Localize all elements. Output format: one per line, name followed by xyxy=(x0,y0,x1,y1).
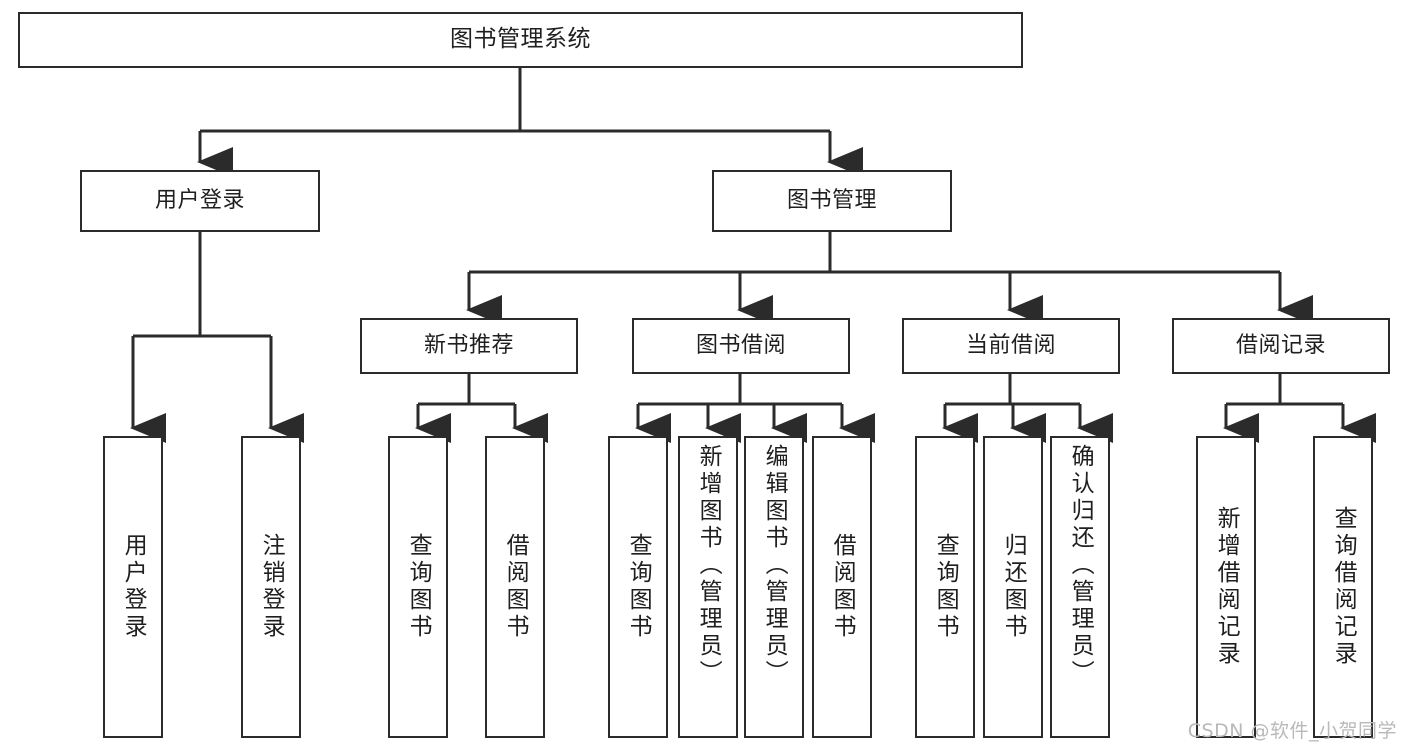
leaf-borrow-add-book-label: 新增图书（管理员） xyxy=(695,444,722,687)
leaf-logout[interactable]: 注销登录 xyxy=(241,436,301,738)
leaf-borrow-edit-book[interactable]: 编辑图书（管理员） xyxy=(744,436,804,738)
node-book-manage[interactable]: 图书管理 xyxy=(712,170,952,232)
leaf-user-login-label: 用户登录 xyxy=(120,533,147,641)
csdn-watermark: CSDN @软件_小贺同学 xyxy=(1187,720,1397,742)
leaf-borrow-query-book[interactable]: 查询图书 xyxy=(608,436,668,738)
leaf-record-add[interactable]: 新增借阅记录 xyxy=(1196,436,1256,738)
node-current-borrow-label: 当前借阅 xyxy=(965,332,1056,358)
leaf-borrow-add-book[interactable]: 新增图书（管理员） xyxy=(678,436,738,738)
leaf-recommend-borrow-book[interactable]: 借阅图书 xyxy=(485,436,545,738)
node-new-book-recommend-label: 新书推荐 xyxy=(423,332,514,358)
node-book-borrow[interactable]: 图书借阅 xyxy=(632,318,850,374)
leaf-borrow-edit-book-label: 编辑图书（管理员） xyxy=(761,444,788,687)
node-borrow-record-label: 借阅记录 xyxy=(1235,332,1326,358)
leaf-record-query-label: 查询借阅记录 xyxy=(1330,506,1357,668)
leaf-recommend-borrow-book-label: 借阅图书 xyxy=(502,533,529,641)
leaf-record-query[interactable]: 查询借阅记录 xyxy=(1313,436,1373,738)
leaf-recommend-query-book-label: 查询图书 xyxy=(405,533,432,641)
leaf-current-return-book-label: 归还图书 xyxy=(1000,533,1027,641)
node-book-borrow-label: 图书借阅 xyxy=(695,332,786,358)
node-user-login[interactable]: 用户登录 xyxy=(80,170,320,232)
leaf-borrow-borrow-book[interactable]: 借阅图书 xyxy=(812,436,872,738)
leaf-current-confirm-return[interactable]: 确认归还（管理员） xyxy=(1050,436,1110,738)
leaf-logout-label: 注销登录 xyxy=(258,533,285,641)
leaf-borrow-query-book-label: 查询图书 xyxy=(625,533,652,641)
leaf-borrow-borrow-book-label: 借阅图书 xyxy=(829,533,856,641)
node-user-login-label: 用户登录 xyxy=(154,187,245,213)
leaf-record-add-label: 新增借阅记录 xyxy=(1213,506,1240,668)
node-root-system[interactable]: 图书管理系统 xyxy=(18,12,1023,68)
leaf-current-query-book[interactable]: 查询图书 xyxy=(915,436,975,738)
leaf-current-query-book-label: 查询图书 xyxy=(932,533,959,641)
node-root-label: 图书管理系统 xyxy=(450,26,591,53)
leaf-user-login[interactable]: 用户登录 xyxy=(103,436,163,738)
leaf-current-confirm-return-label: 确认归还（管理员） xyxy=(1067,444,1094,687)
leaf-current-return-book[interactable]: 归还图书 xyxy=(983,436,1043,738)
node-book-manage-label: 图书管理 xyxy=(786,187,877,213)
leaf-recommend-query-book[interactable]: 查询图书 xyxy=(388,436,448,738)
node-borrow-record[interactable]: 借阅记录 xyxy=(1172,318,1390,374)
node-new-book-recommend[interactable]: 新书推荐 xyxy=(360,318,578,374)
node-current-borrow[interactable]: 当前借阅 xyxy=(902,318,1120,374)
